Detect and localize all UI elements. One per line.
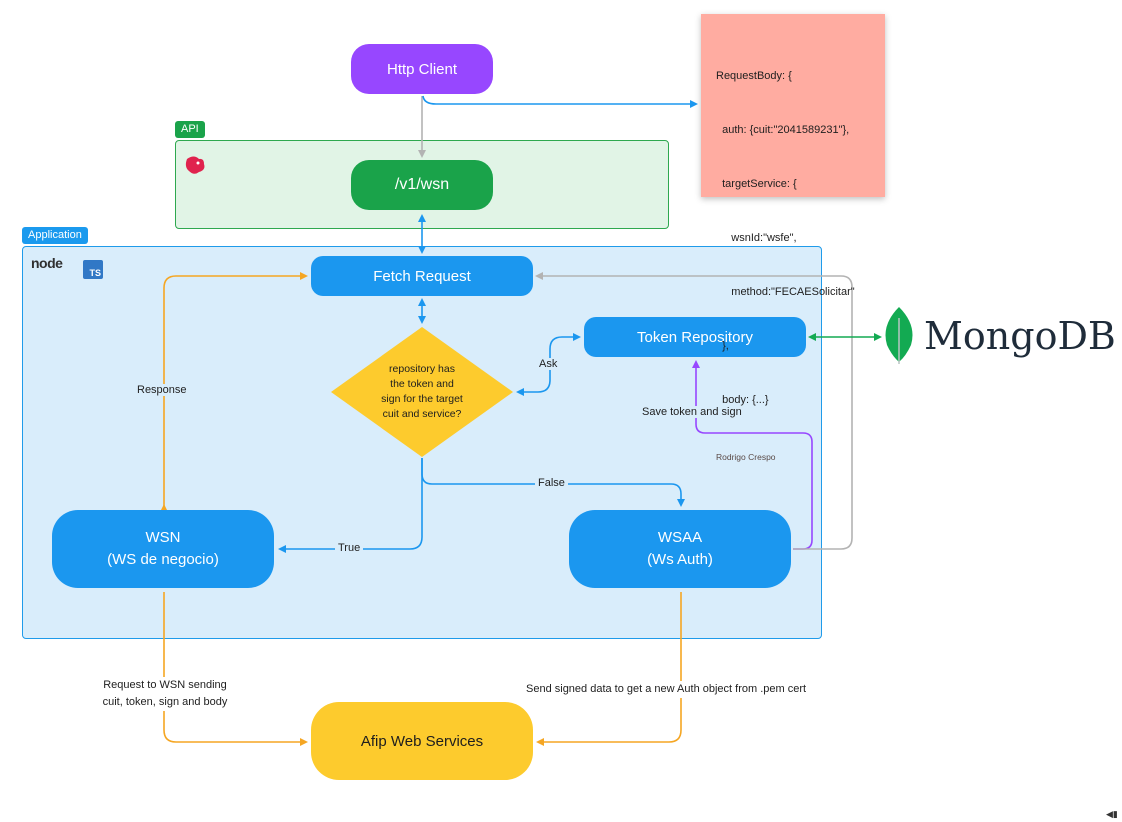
- wsn-title: WSN: [145, 529, 181, 546]
- sticky-note-author: Rodrigo Crespo: [716, 452, 776, 462]
- false-label: False: [535, 477, 568, 489]
- http-client-node[interactable]: Http Client: [351, 44, 493, 94]
- sticky-note-body: RequestBody: { auth: {cuit:"2041589231"}…: [716, 31, 875, 445]
- sticky-line: RequestBody: {: [716, 70, 792, 82]
- true-label: True: [335, 542, 364, 554]
- request-wsn-label: Request to WSN sending cuit, token, sign…: [80, 677, 250, 711]
- request-body-sticky-note[interactable]: RequestBody: { auth: {cuit:"2041589231"}…: [701, 14, 885, 462]
- decision-text: repository has the token and sign for th…: [352, 362, 492, 422]
- request-wsn-line: cuit, token, sign and body: [102, 696, 228, 708]
- afip-label: Afip Web Services: [360, 732, 484, 750]
- collapse-arrow-icon[interactable]: ◀▮: [1106, 809, 1118, 819]
- nodejs-logo-text: node: [31, 255, 63, 271]
- fetch-request-label: Fetch Request: [373, 267, 471, 285]
- response-label: Response: [134, 384, 190, 396]
- wsaa-subtitle: (Ws Auth): [647, 551, 713, 568]
- wsaa-node[interactable]: WSAA (Ws Auth): [569, 510, 791, 588]
- wsn-node[interactable]: WSN (WS de negocio): [52, 510, 274, 588]
- http-to-note-edge: [422, 95, 698, 108]
- decision-line: the token and: [390, 378, 454, 390]
- decision-line: sign for the target: [381, 393, 463, 405]
- wsaa-title: WSAA: [657, 529, 703, 546]
- api-zone-tag: API: [175, 121, 205, 138]
- typescript-logo-text: TS: [89, 268, 101, 278]
- sticky-line: auth: {cuit:"2041589231"},: [716, 124, 850, 136]
- decision-line: cuit and service?: [382, 408, 462, 420]
- sticky-line: wsnId:"wsfe",: [716, 232, 797, 244]
- mongodb-leaf-icon: [885, 307, 913, 364]
- v1-wsn-label: /v1/wsn: [394, 176, 450, 193]
- save-token-label: Save token and sign: [639, 406, 745, 418]
- mongodb-logo-text: MongoDB: [924, 314, 1116, 358]
- fetch-request-node[interactable]: Fetch Request: [311, 256, 533, 296]
- typescript-logo-icon: TS: [83, 260, 103, 279]
- sticky-line: method:"FECAESolicitar": [716, 286, 855, 298]
- application-zone-tag: Application: [22, 227, 88, 244]
- decision-line: repository has: [389, 363, 455, 375]
- send-signed-label: Send signed data to get a new Auth objec…: [523, 681, 810, 698]
- v1-wsn-endpoint-node[interactable]: /v1/wsn: [351, 160, 493, 210]
- sticky-line: targetService: {: [716, 178, 797, 190]
- sticky-line: },: [716, 340, 729, 352]
- wsn-subtitle: (WS de negocio): [107, 551, 219, 568]
- request-wsn-line: Request to WSN sending: [103, 679, 227, 691]
- nodejs-logo-icon: node: [31, 255, 63, 271]
- http-client-label: Http Client: [386, 60, 458, 78]
- ask-label: Ask: [536, 358, 561, 370]
- afip-web-services-node[interactable]: Afip Web Services: [311, 702, 533, 780]
